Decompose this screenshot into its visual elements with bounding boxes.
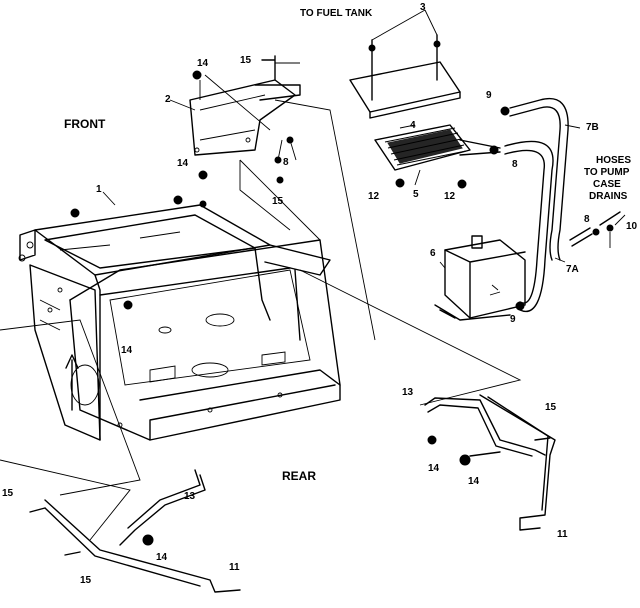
callout-15: 15 xyxy=(272,196,284,207)
callout-8: 8 xyxy=(283,157,289,168)
callout-14: 14 xyxy=(197,58,209,69)
leader-lines-bracket xyxy=(199,74,271,131)
caption-hoses-line3: CASE xyxy=(593,179,621,190)
callout-14: 14 xyxy=(468,476,480,487)
bracket-plate xyxy=(189,79,301,156)
hose-7b xyxy=(500,98,569,261)
callout-7b: 7B xyxy=(586,122,599,133)
callout-14: 14 xyxy=(121,345,133,356)
callout-9: 9 xyxy=(486,90,492,101)
caption-rear: REAR xyxy=(282,469,316,483)
callout-5: 5 xyxy=(413,189,419,200)
phantom-line-4 xyxy=(0,459,131,541)
callout-14: 14 xyxy=(156,552,168,563)
callout-4: 4 xyxy=(410,120,416,131)
caption-hoses-line4: DRAINS xyxy=(589,191,628,202)
callout-15: 15 xyxy=(80,575,92,586)
callout-15: 15 xyxy=(545,402,557,413)
callout-13: 13 xyxy=(402,387,414,398)
phantom-outline-front xyxy=(0,319,141,496)
callout-14: 14 xyxy=(428,463,440,474)
support-bar-right xyxy=(424,397,546,457)
oil-cooler xyxy=(374,124,501,189)
oil-cooler-cover xyxy=(349,34,461,119)
phantom-line-3 xyxy=(299,269,522,406)
callout-11: 11 xyxy=(557,529,568,540)
callout-7a: 7A xyxy=(566,264,579,275)
callout-8: 8 xyxy=(584,214,590,225)
phantom-line-2 xyxy=(239,99,376,341)
mounting-bracket-right xyxy=(427,394,556,531)
callout-14: 14 xyxy=(177,158,189,169)
callout-3: 3 xyxy=(420,2,426,13)
callout-15: 15 xyxy=(2,488,14,499)
callout-1: 1 xyxy=(96,184,102,195)
callout-2: 2 xyxy=(165,94,171,105)
fasteners-bracket xyxy=(192,55,297,184)
leader-lines xyxy=(102,9,626,269)
callout-10: 10 xyxy=(626,221,638,232)
frame-assembly xyxy=(18,195,341,441)
callout-6: 6 xyxy=(430,248,436,259)
callout-labels: 1 2 3 4 5 6 7A 7B 8 8 8 9 9 10 11 11 12 … xyxy=(2,2,638,586)
callout-13: 13 xyxy=(184,491,196,502)
reservoir-tank xyxy=(434,235,526,321)
callout-9: 9 xyxy=(510,314,516,325)
caption-hoses-line1: HOSES xyxy=(596,155,631,166)
mounting-bracket-left xyxy=(29,499,241,593)
callout-12: 12 xyxy=(444,191,456,202)
callout-8: 8 xyxy=(512,159,518,170)
caption-hoses-line2: TO PUMP xyxy=(584,167,630,178)
caption-to-fuel-tank: TO FUEL TANK xyxy=(300,8,373,19)
callout-15: 15 xyxy=(240,55,252,66)
caption-front: FRONT xyxy=(64,117,106,131)
callout-12: 12 xyxy=(368,191,380,202)
phantom-line xyxy=(239,159,321,241)
hose-fittings xyxy=(569,211,621,248)
hose-7a xyxy=(489,140,554,313)
support-bar-left xyxy=(119,469,206,546)
callout-11: 11 xyxy=(229,562,240,573)
